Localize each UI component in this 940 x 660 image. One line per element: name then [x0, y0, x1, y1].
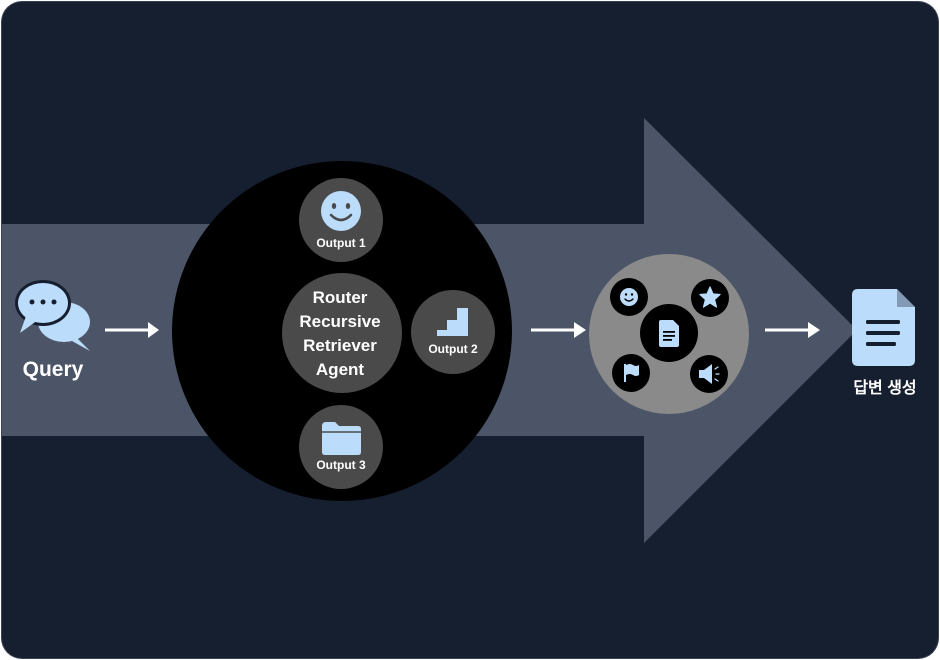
synthesis-node — [589, 254, 749, 414]
star-icon — [699, 286, 721, 308]
megaphone-icon — [699, 364, 720, 384]
smiley-face-icon — [321, 191, 361, 231]
output-3-node: Output 3 — [299, 405, 383, 489]
agent-label-line2: Recursive — [299, 312, 380, 331]
synthesis-star — [691, 279, 729, 317]
flag-icon — [624, 364, 639, 382]
output-3-label: Output 3 — [316, 458, 366, 472]
agent-label-line1: Router — [313, 288, 368, 307]
output-2-label: Output 2 — [428, 342, 478, 356]
synthesis-megaphone — [690, 355, 728, 393]
synthesis-smiley — [610, 278, 648, 316]
synthesis-center — [640, 304, 698, 362]
document-icon — [659, 320, 679, 347]
stairs-icon — [437, 308, 468, 336]
document-icon — [852, 289, 915, 366]
chat-bubbles-icon — [15, 280, 90, 351]
synthesis-flag — [612, 354, 650, 392]
output-1-node: Output 1 — [299, 178, 383, 262]
agent-label-line3: Retriever — [303, 336, 377, 355]
arrow-right-2 — [531, 322, 586, 338]
output-2-node: Output 2 — [411, 290, 495, 374]
answer-generation-node: 답변 생성 — [852, 289, 917, 397]
query-label: Query — [23, 358, 84, 381]
answer-generation-label: 답변 생성 — [853, 378, 916, 397]
arrow-right-3 — [765, 322, 820, 338]
folder-icon — [322, 422, 361, 455]
output-1-label: Output 1 — [316, 236, 366, 250]
agent-label-line4: Agent — [316, 360, 365, 379]
query-node: Query — [15, 280, 90, 381]
router-agent-node: Router Recursive Retriever Agent — [282, 273, 402, 393]
smiley-face-icon — [620, 288, 638, 306]
arrow-right-1 — [105, 322, 159, 338]
